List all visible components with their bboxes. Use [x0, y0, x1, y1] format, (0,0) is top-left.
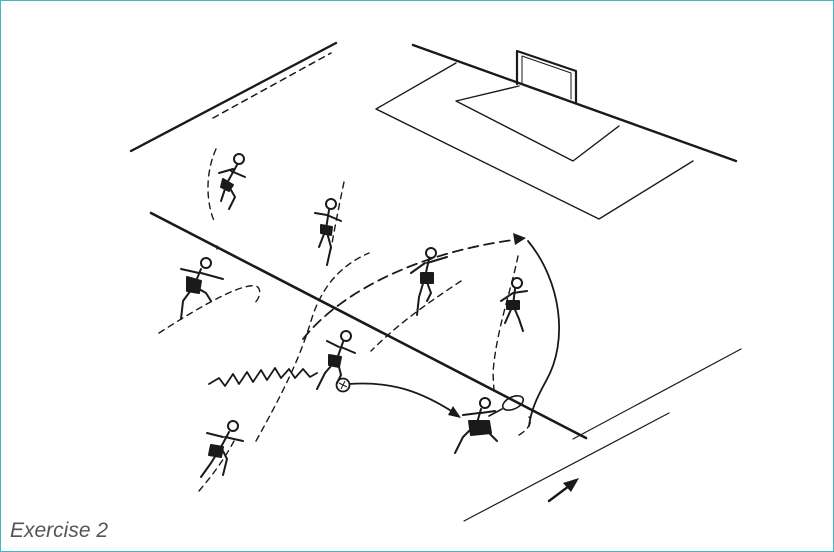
run-path-top-left [208, 149, 216, 223]
cross-ball-path [528, 241, 559, 426]
run-path-center-top [331, 182, 344, 249]
figure-caption: Exercise 2 [10, 519, 108, 543]
dribble-path [209, 368, 317, 386]
player-dribbler-icon [317, 331, 355, 389]
player-lower-left-icon [201, 421, 243, 477]
player-center-top-icon [315, 199, 341, 265]
run-path-left-curl [159, 286, 260, 333]
run-path-diagonal [256, 253, 369, 441]
far-sideline-dash [213, 53, 331, 118]
player-mid-right-icon [411, 248, 447, 315]
player-left-icon [181, 258, 223, 319]
player-top-left-icon [219, 154, 245, 209]
player-receiver-icon [455, 398, 497, 453]
far-sideline [131, 43, 336, 151]
goal-line [413, 45, 736, 161]
right-edge-line [573, 349, 741, 439]
direction-arrow-icon [549, 478, 579, 501]
long-pass-path [303, 239, 521, 339]
player-right-icon [501, 278, 527, 331]
goal-area [456, 86, 619, 161]
run-path-mid-right [371, 281, 461, 351]
goal [517, 51, 576, 103]
long-pass-arrowhead [513, 233, 526, 245]
pass-arrowhead [448, 406, 461, 418]
pass-path [349, 383, 456, 414]
